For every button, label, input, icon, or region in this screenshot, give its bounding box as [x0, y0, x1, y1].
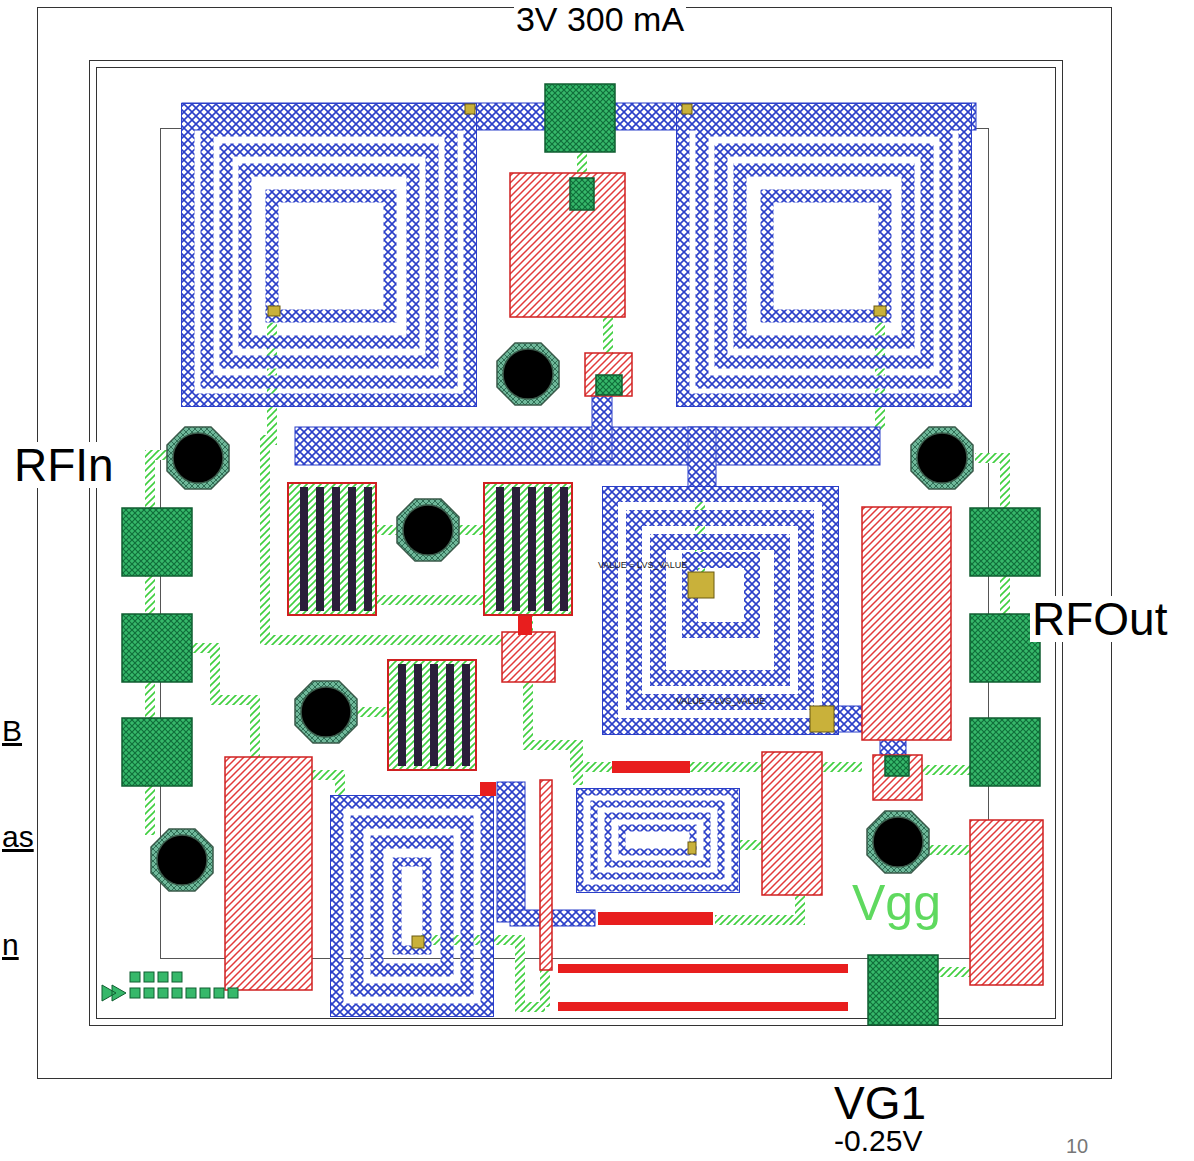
pin-label: Vgg — [852, 878, 941, 928]
bias-voltage: -0.25V — [832, 1126, 924, 1156]
fragment-text: as — [2, 822, 34, 852]
pin-label: VG1 — [832, 1080, 928, 1126]
supply-label: 3V 300 mA — [514, 2, 686, 36]
port-label: RFOut — [1030, 596, 1169, 642]
port-label: RFIn — [12, 442, 116, 488]
lvs-note: VALUE = LVS_VALUE — [676, 697, 765, 706]
page-number: 10 — [1066, 1136, 1088, 1156]
lvs-note: VALUE = LVS_VALUE — [598, 561, 687, 570]
fragment-text: B — [2, 716, 22, 746]
fragment-text: n — [2, 930, 19, 960]
